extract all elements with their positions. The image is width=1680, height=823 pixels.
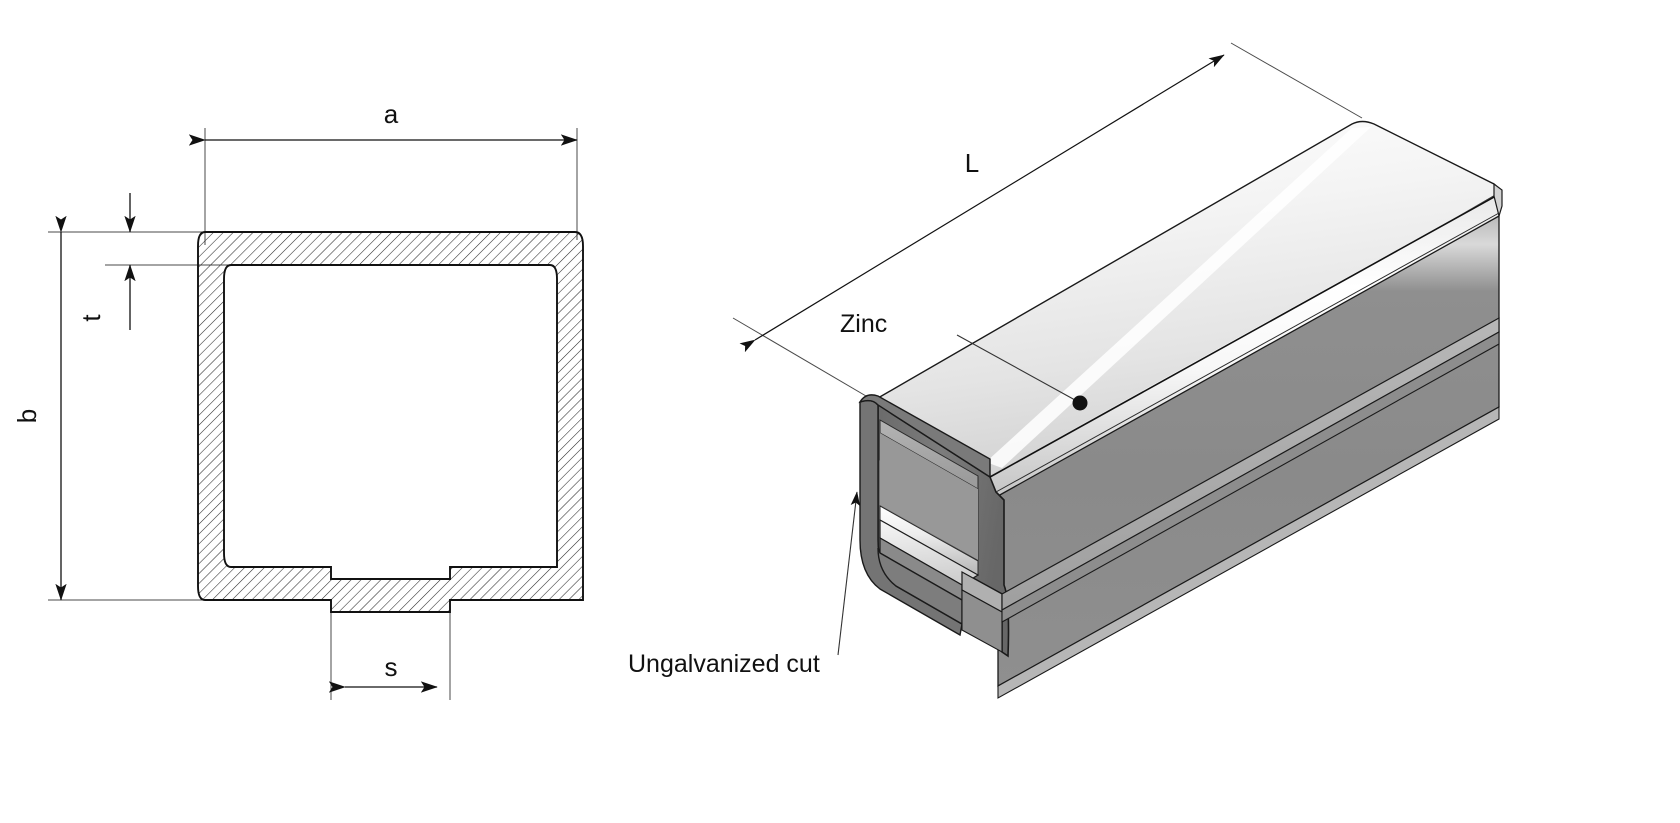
beam-3d xyxy=(858,120,1503,699)
beam-end-bottom-return xyxy=(877,547,963,626)
callout-zinc-leader xyxy=(956,334,1076,401)
beam-cut-top-band xyxy=(858,394,991,479)
dimension-s: s xyxy=(328,652,438,693)
dimension-b: b xyxy=(12,215,67,601)
beam-edge-fillet-line xyxy=(995,212,1500,493)
iso-view: L xyxy=(628,42,1503,699)
callout-ungalvanized-cut-label: Ungalvanized cut xyxy=(628,650,820,678)
dimension-L: L xyxy=(732,42,1363,397)
callout-zinc: Zinc xyxy=(840,310,1088,411)
dimension-L-label: L xyxy=(965,148,979,178)
beam-far-end-cap xyxy=(1493,182,1503,219)
beam-front-fillet xyxy=(990,196,1502,496)
callout-ungalvanized-cut: Ungalvanized cut xyxy=(628,491,861,678)
witness-L-far xyxy=(1230,42,1363,119)
witness-lines xyxy=(48,128,578,700)
beam-front-bottom-edge xyxy=(997,406,1500,699)
dimension-L-line xyxy=(739,54,1225,353)
dimension-s-label: s xyxy=(385,652,398,682)
beam-end-right-lip-side xyxy=(961,589,1003,653)
beam-bottom-flange-front xyxy=(1001,331,1500,623)
dimension-t-label: t xyxy=(76,314,106,322)
callout-zinc-label: Zinc xyxy=(840,310,887,338)
cross-section-view: a b t s xyxy=(12,99,584,700)
dimension-b-label: b xyxy=(12,409,42,423)
beam-inner-long-face xyxy=(880,433,978,560)
callout-zinc-dot xyxy=(1072,395,1088,411)
profile-outer-outline xyxy=(197,231,584,613)
dimension-a-label: a xyxy=(384,99,399,129)
profile-wall-hatch xyxy=(198,232,583,612)
dimension-a: a xyxy=(188,99,578,146)
profile-inner-outline xyxy=(223,264,558,580)
beam-edge-highlight-line xyxy=(989,196,1495,478)
profile-section xyxy=(197,231,584,613)
callout-ungalvanized-cut-leader xyxy=(837,491,861,656)
dimension-t: t xyxy=(76,193,136,330)
beam-top-sheen xyxy=(986,127,1371,468)
